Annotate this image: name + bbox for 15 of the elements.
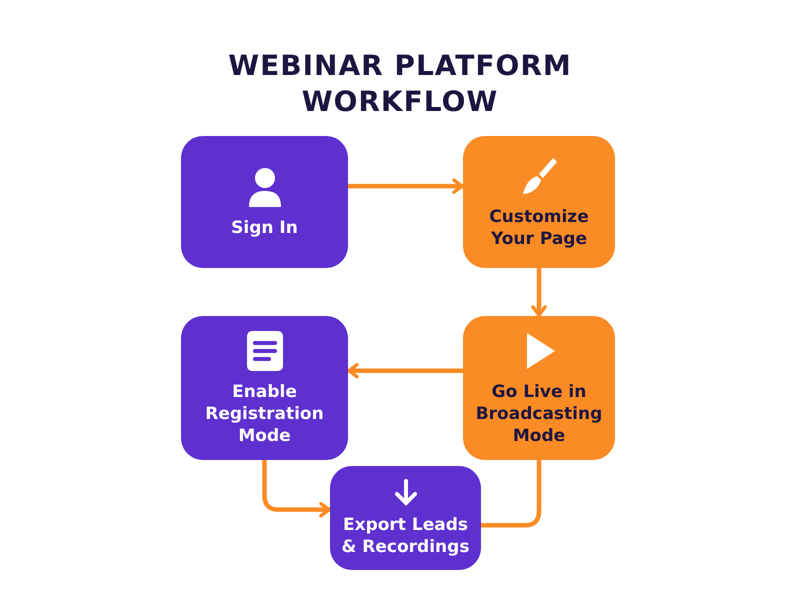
arrow xyxy=(262,458,332,518)
step-label: Sign In xyxy=(231,217,298,239)
arrow xyxy=(531,266,547,318)
step-label: Customize Your Page xyxy=(488,206,590,250)
process-box xyxy=(463,136,615,268)
process-box xyxy=(181,136,348,268)
step-label: Go Live in Broadcasting Mode xyxy=(474,381,604,447)
arrow xyxy=(346,178,466,194)
step-label: Export Leads & Recordings xyxy=(340,514,470,558)
process-box xyxy=(330,466,481,570)
title: WEBINAR PLATFORM WORKFLOW xyxy=(227,48,573,120)
process-box xyxy=(181,316,348,460)
arrow xyxy=(346,362,466,378)
step-label: Enable Registration Mode xyxy=(204,381,325,447)
process-box xyxy=(463,316,615,460)
